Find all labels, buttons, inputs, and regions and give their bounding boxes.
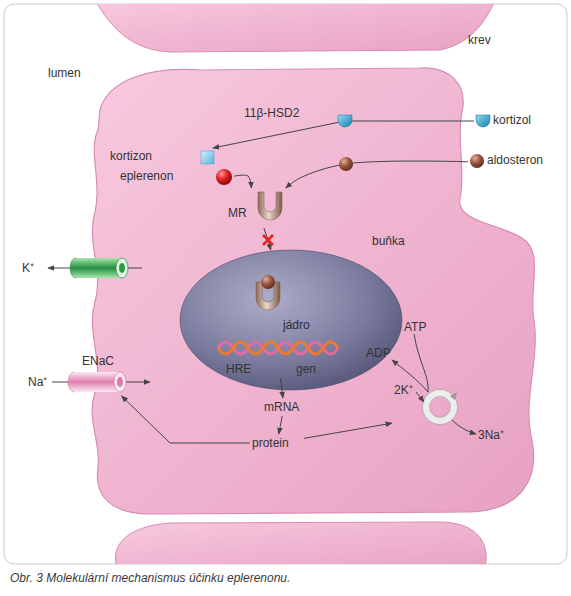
dna-strand (218, 342, 338, 354)
channel-end (114, 372, 126, 392)
mrna-step: mRNA (262, 398, 306, 416)
ion-flow-arrow (452, 420, 476, 434)
node-label: buňka (372, 234, 405, 248)
node-label: 3Na⁺ (478, 428, 504, 442)
ion-flow-arrow (126, 382, 150, 383)
flow-arrow (264, 228, 271, 250)
region-label: lumen (48, 66, 81, 80)
ion-flow-line (126, 268, 142, 269)
node-label: mRNA (264, 400, 299, 414)
eplerenone-molecule: eplerenon (118, 166, 234, 188)
pump-symbol (423, 390, 458, 425)
channel-body (74, 372, 120, 392)
ion-label: Na⁺ (28, 375, 47, 389)
channel-pore (117, 377, 123, 387)
dna-gene: HRE gen (218, 338, 338, 378)
neighbor-cell (115, 522, 486, 564)
node-label: MR (228, 206, 247, 220)
pump-direction (450, 392, 457, 400)
node-label: kortizol (493, 113, 531, 127)
receptor-symbol (256, 282, 280, 310)
aldosterone-symbol (470, 154, 484, 168)
potassium-channel (70, 258, 128, 278)
mineralocorticoid-receptor: MR (226, 188, 288, 228)
cortisone-symbol (201, 151, 214, 164)
aldosterone-symbol (339, 157, 353, 171)
channel-end (68, 372, 80, 392)
sodium-potassium-pump: 2K⁺ 3Na⁺ (392, 382, 510, 444)
cell-nucleus: jádroHRE gen (180, 250, 402, 390)
ion-flow-arrow (416, 392, 424, 402)
cell-body: buňka kortizon eplerenonMR jádroHRE gen mRNA p… (90, 60, 545, 520)
cortisol-symbol (476, 115, 490, 127)
enzyme-label: 11β-HSD2 (244, 106, 299, 120)
cortisone-molecule: kortizon (108, 148, 220, 168)
node-label: jádro (283, 318, 310, 332)
eplerenone-symbol (216, 169, 232, 185)
cell-membrane (92, 68, 535, 514)
flow-arrow (213, 121, 474, 148)
node-label: 2K⁺ (394, 383, 413, 397)
flow-arrow (286, 161, 468, 188)
channel-pore (119, 263, 125, 273)
pump-ring (426, 393, 454, 421)
aldosterone-symbol (261, 275, 275, 289)
sodium-channel (68, 372, 126, 392)
cortisol-molecule: kortizol (474, 110, 546, 132)
figure-frame (4, 4, 567, 564)
node-label: gen (296, 362, 316, 376)
molecule-label: ATP (404, 320, 426, 334)
atp-hydrolysis-arrow (392, 334, 428, 392)
figure-caption: Obr. 3 Molekulární mechanismus účinku ep… (10, 571, 290, 585)
neighbor-cell (95, 4, 495, 52)
flow-arrow (279, 416, 283, 434)
flow-arrow (234, 175, 251, 188)
node-label: ENaC (82, 354, 114, 368)
block-cross (263, 235, 273, 245)
flow-arrow (304, 423, 392, 438)
channel-body (76, 258, 122, 278)
flow-arrow (280, 378, 282, 398)
dna-rung (222, 342, 327, 354)
cortisol-symbol (338, 115, 352, 127)
ion-flow-arrow (48, 268, 70, 269)
protein-step: protein (250, 434, 304, 452)
pump-ring-outline (430, 397, 451, 418)
region-label: krev (468, 33, 491, 47)
molecule-label: ADP (366, 346, 391, 360)
node-label: HRE (226, 362, 251, 376)
dna-strand (218, 342, 338, 354)
pump-ring-outline (423, 390, 458, 425)
dna-helix (218, 342, 338, 354)
receptor-symbol (258, 192, 282, 220)
node-label: protein (252, 436, 289, 450)
ion-flow-line (52, 382, 70, 383)
node-label: eplerenon (120, 169, 173, 183)
channel-end (70, 258, 82, 278)
node-label: kortizon (110, 149, 152, 163)
ion-label: K⁺ (22, 261, 34, 275)
channel-end (116, 258, 128, 278)
flow-arrow (122, 396, 250, 443)
aldosterone-molecule: aldosteron (468, 150, 552, 172)
node-label: aldosteron (487, 153, 543, 167)
nucleus-envelope (180, 250, 402, 390)
enac-channel: ENaC (70, 354, 130, 396)
